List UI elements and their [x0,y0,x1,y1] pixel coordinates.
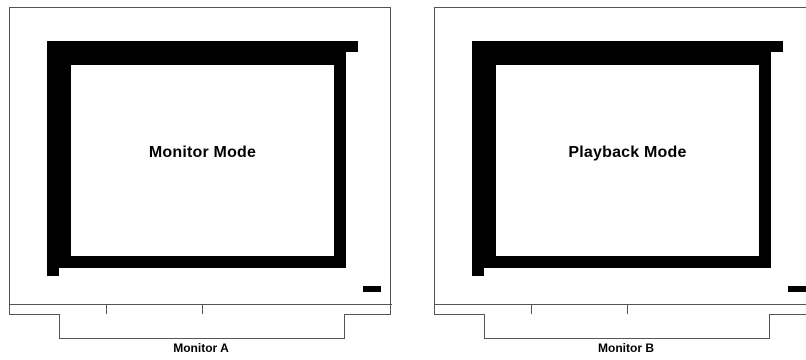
screen-frame-top-tab [769,41,783,52]
screen-mode-label: Monitor Mode [148,144,257,161]
monitor-a: Monitor Mode Monitor A [9,0,393,360]
monitor-bezel: Playback Mode [434,7,806,323]
power-indicator [788,286,806,292]
screen-frame [472,41,771,268]
monitor-caption: Monitor A [173,341,229,355]
monitor-b: Playback Mode Monitor B [434,0,806,360]
screen-frame-top-tab [344,41,358,52]
power-indicator [363,286,381,292]
screen-frame [47,41,346,268]
screen-frame-bottom-tab [472,266,484,276]
screen-mode-label: Playback Mode [568,144,687,161]
monitor-stand [59,314,345,339]
screen-frame-bottom-tab [47,266,59,276]
monitor-caption: Monitor B [598,341,654,355]
monitor-bezel: Monitor Mode [9,7,392,323]
monitor-stand [484,314,770,339]
